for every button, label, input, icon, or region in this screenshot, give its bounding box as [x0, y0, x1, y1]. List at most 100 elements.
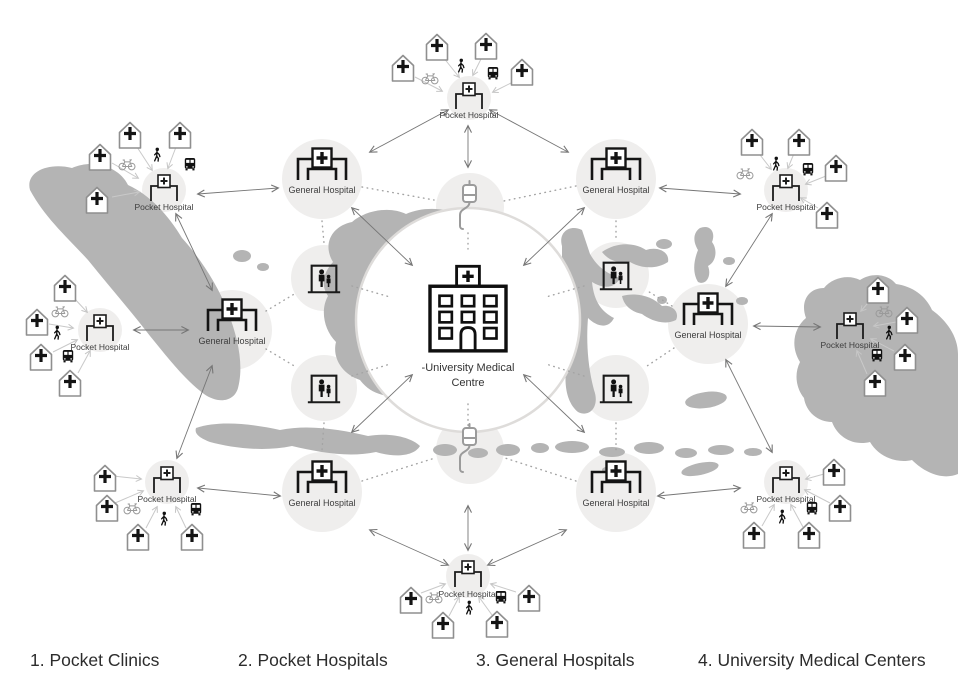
bus-icon [487, 67, 499, 80]
legend-item-university-medical-centers: 4. University Medical Centers [698, 650, 926, 670]
dotted-links [265, 185, 675, 482]
pocket-hospital-label: Pocket Hospital [70, 342, 129, 352]
dotted-link [321, 220, 325, 244]
bus-icon [62, 350, 74, 363]
general-hospital-node: General Hospital [674, 291, 742, 340]
pocket-hospital-node: Pocket Hospital [137, 466, 197, 504]
pocket-clinic-house-icon [473, 31, 499, 61]
access-arrows [48, 54, 897, 617]
pocket-clinic-house-icon [28, 342, 54, 372]
dotted-link [645, 289, 673, 307]
pocket-clinic-house-icon [430, 610, 456, 640]
pocket-clinic-house-icon [516, 583, 542, 613]
pocket-clinic-house-icon [823, 153, 849, 183]
referral-arrow [486, 528, 568, 567]
walking-person-icon [772, 155, 780, 171]
pocket-clinic-house-icon [57, 368, 83, 398]
general-hospital-node: General Hospital [582, 146, 650, 195]
referral-arrow [175, 364, 214, 460]
referral-arrow [368, 109, 450, 153]
island-sumatra [29, 164, 241, 401]
pocket-hospital-node: Pocket Hospital [820, 312, 880, 350]
pocket-hospital-label: Pocket Hospital [756, 494, 815, 504]
bicycle-icon [51, 306, 69, 318]
bus-icon [802, 163, 814, 176]
bus-icon [871, 349, 883, 362]
bicycle-icon [123, 503, 141, 515]
pocket-clinic-house-icon [92, 463, 118, 493]
pocket-clinic-house-icon [741, 520, 767, 550]
pocket-clinic-house-icon [739, 127, 765, 157]
referral-arrow [658, 184, 742, 198]
pocket-hospital-circle [78, 308, 122, 352]
pocket-hospital-label: Pocket Hospital [756, 202, 815, 212]
legend-item-pocket-hospitals: 2. Pocket Hospitals [238, 650, 388, 670]
pocket-clinic-house-icon [814, 200, 840, 230]
pocket-clinic-house-icon [125, 522, 151, 552]
referral-arrow [725, 212, 773, 288]
general-hospital-label: General Hospital [582, 498, 649, 508]
legend-item-pocket-clinics: 1. Pocket Clinics [30, 650, 160, 670]
general-hospital-label: General Hospital [582, 185, 649, 195]
pocket-hospital-node: Pocket Hospital [134, 174, 194, 212]
pocket-clinic-house-icon [821, 457, 847, 487]
pocket-clinic-house-icon [179, 522, 205, 552]
pocket-clinic-house-icon [52, 273, 78, 303]
referral-arrow [725, 358, 773, 454]
umc-label-line2: Centre [451, 377, 484, 389]
bus-icon [495, 591, 507, 604]
pocket-hospital-node: Pocket Hospital [70, 314, 130, 352]
general-hospital-node: General Hospital [288, 459, 356, 508]
dotted-link [504, 457, 577, 482]
walking-person-icon [53, 324, 61, 340]
dotted-link [265, 292, 297, 312]
pocket-hospital-label: Pocket Hospital [439, 110, 498, 120]
referral-arrow [522, 206, 586, 267]
pocket-hospital-circle [447, 76, 491, 120]
referral-arrow [350, 373, 414, 434]
walking-person-icon [160, 510, 168, 526]
island-java [195, 423, 420, 456]
walking-person-icon [465, 599, 473, 615]
pocket-hospital-node: Pocket Hospital [756, 466, 816, 504]
pocket-clinic-house-icon [827, 493, 853, 523]
bus-icon [806, 502, 818, 515]
pocket-clinic-house-icon [424, 32, 450, 62]
bus-icon [190, 503, 202, 516]
pocket-clinic-house-icon [484, 609, 510, 639]
pocket-hospital-node: Pocket Hospital [438, 560, 498, 599]
dotted-link [643, 347, 675, 369]
pocket-hospital-node: Pocket Hospital [439, 82, 499, 120]
bicycle-icon [740, 502, 758, 514]
pocket-clinic-house-icon [398, 585, 424, 615]
general-hospital-label: General Hospital [674, 330, 741, 340]
pocket-clinic-house-icon [117, 120, 143, 150]
pocket-hospital-circle [142, 168, 186, 212]
walking-person-icon [778, 508, 786, 524]
general-hospital-label: General Hospital [288, 498, 355, 508]
general-hospital-node: General Hospital [198, 297, 266, 346]
umc-node: -University Medical Centre [422, 264, 514, 389]
referral-arrow [196, 184, 280, 198]
island-sulawesi [561, 227, 678, 414]
pocket-hospital-label: Pocket Hospital [134, 202, 193, 212]
pocket-hospital-circle [764, 460, 808, 504]
referral-arrow [488, 109, 570, 153]
pocket-hospital-node: Pocket Hospital [756, 174, 816, 212]
dotted-link [265, 348, 297, 368]
bus-icon [184, 158, 196, 171]
general-hospital-label: General Hospital [288, 185, 355, 195]
walking-person-icon [153, 146, 161, 162]
legend: 1. Pocket Clinics 2. Pocket Hospitals 3.… [30, 650, 926, 670]
small-islands [233, 239, 762, 477]
dotted-link [321, 422, 325, 451]
pocket-clinic-house-icon [509, 57, 535, 87]
referral-arrow [196, 484, 282, 500]
referral-arrow [752, 322, 822, 331]
referral-arrow [175, 212, 213, 292]
referral-arrow [350, 206, 414, 267]
pocket-hospital-circle [764, 168, 808, 212]
referral-arrow [522, 373, 586, 434]
